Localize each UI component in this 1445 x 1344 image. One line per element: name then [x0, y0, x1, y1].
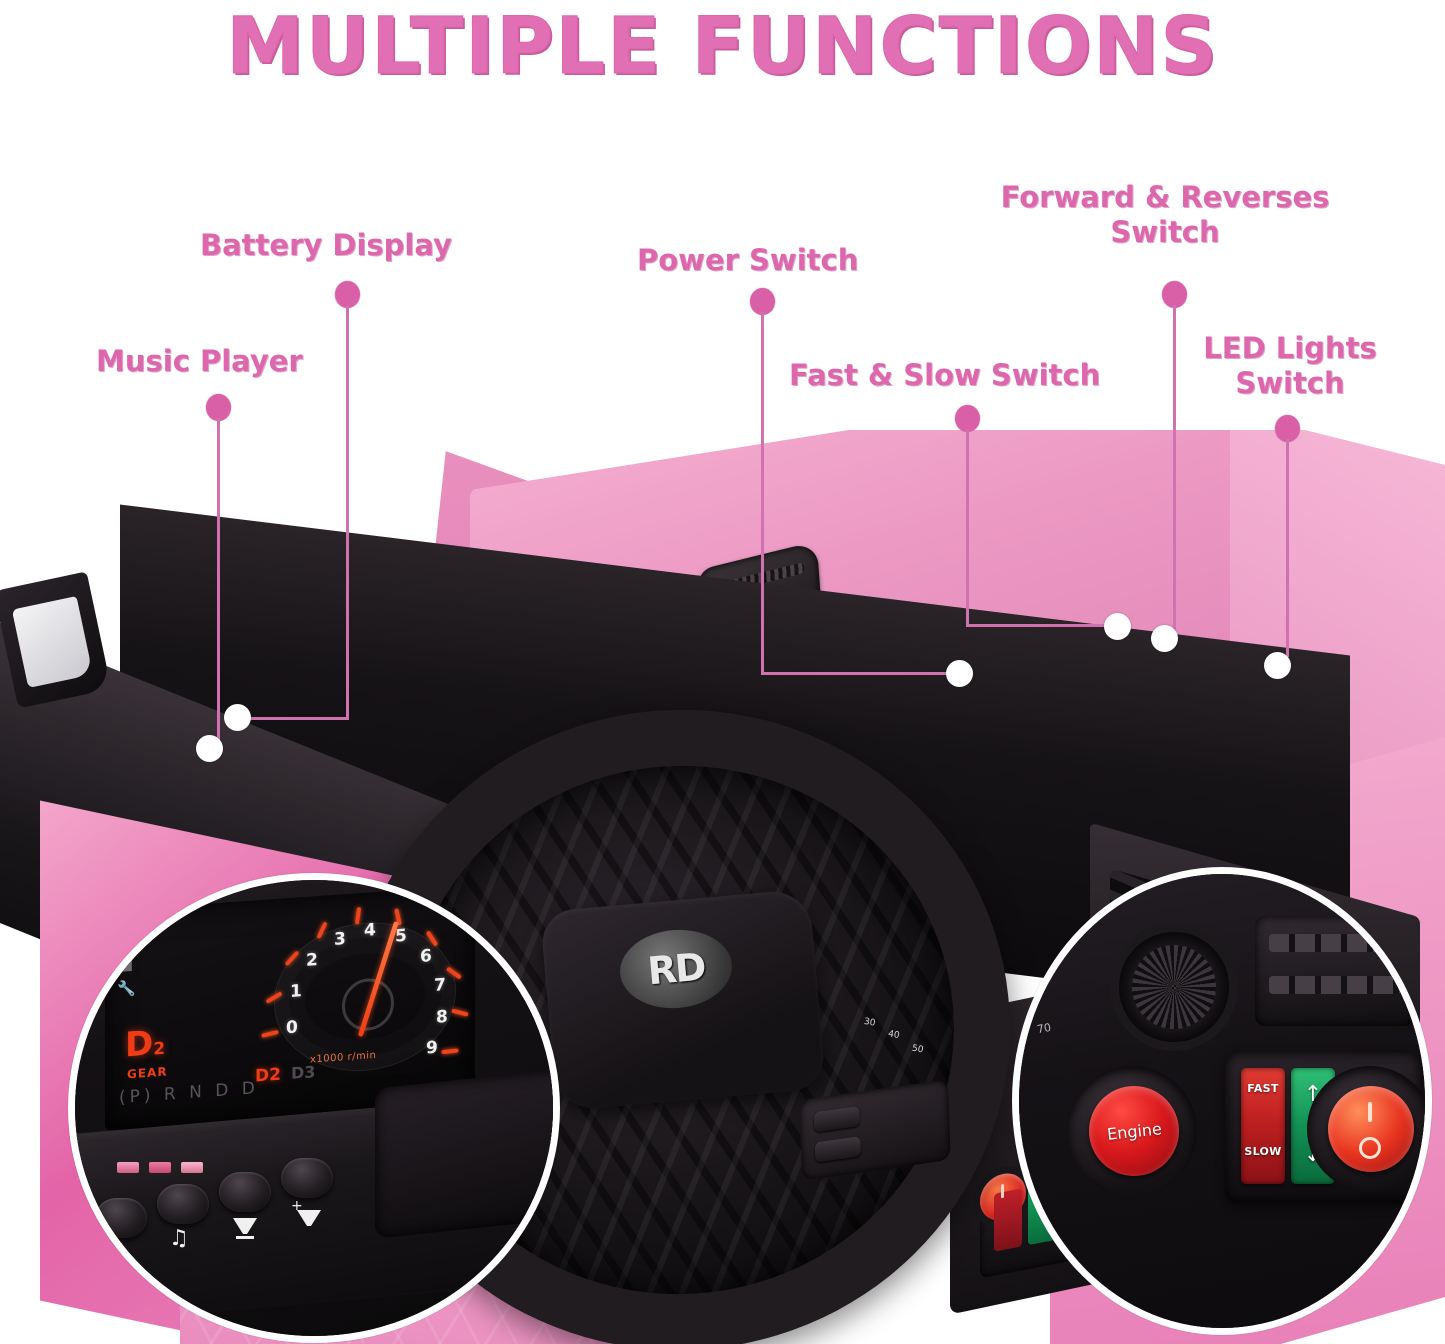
mini-speedo-tick-30: 30: [863, 1016, 877, 1029]
prnd-selector: (P) R N D D: [119, 1078, 259, 1108]
leader-battery-display-vertical: [346, 305, 349, 720]
label-forward-reverse-line2: Switch: [1110, 215, 1220, 249]
power-off-icon: [1359, 1137, 1381, 1159]
speed-mark-70: 70: [1035, 1020, 1053, 1037]
marker-power-switch: [946, 660, 973, 687]
marker-led-lights: [1264, 652, 1291, 679]
battery-led-3: [181, 1162, 203, 1173]
dot-forward-reverse: [1162, 281, 1187, 308]
volume-down-button[interactable]: [219, 1172, 271, 1212]
bluetooth-button[interactable]: [95, 1198, 147, 1238]
tachometer: 0 1 2 3 4 5 6 7 8 9: [250, 893, 480, 1109]
triangle-warning-icon: ▲: [115, 911, 127, 931]
engine-button-label: Engine: [1105, 1118, 1163, 1144]
leader-forward-reverse: [1173, 305, 1176, 642]
page-title: MULTIPLE FUNCTIONS: [226, 2, 1219, 93]
gear-indicator: D2: [125, 1024, 166, 1066]
marker-forward-reverse: [1151, 625, 1178, 652]
tach-tick-6: 6: [420, 946, 432, 967]
label-music-player: Music Player: [96, 344, 303, 378]
tach-mark-0: [261, 1029, 279, 1038]
gear-d2-active: D2: [255, 1064, 281, 1087]
label-led-lights-line2: Switch: [1235, 366, 1345, 400]
tach-tick-9: 9: [426, 1037, 438, 1059]
marker-music-player: [196, 735, 223, 762]
marker-fast-slow-switch: [1104, 613, 1131, 640]
background-fast-slow-rocker[interactable]: [994, 1188, 1022, 1252]
label-power-switch: Power Switch: [637, 243, 859, 277]
leader-music-player: [217, 418, 220, 754]
label-forward-reverse-line1: Forward & Reverses: [1000, 180, 1330, 214]
left-round-vent: [1119, 932, 1229, 1042]
ledge-side-panel: [375, 1061, 553, 1239]
label-led-lights-line1: LED Lights: [1203, 331, 1377, 365]
volume-up-icon: +: [291, 1198, 321, 1226]
tach-tick-1: 1: [290, 981, 302, 1002]
gear-letter: D: [125, 1023, 154, 1066]
center-grille: [1255, 916, 1415, 1026]
wrench-icon: 🔧: [117, 978, 136, 999]
tach-tick-0: 0: [286, 1017, 298, 1039]
label-battery-display: Battery Display: [200, 228, 452, 262]
battery-led-2: [149, 1162, 171, 1173]
music-button[interactable]: [157, 1184, 209, 1224]
gear-number: 2: [153, 1038, 166, 1060]
marker-battery-display: [224, 704, 251, 731]
music-note-icon: ♫: [169, 1226, 189, 1251]
tach-mark-4: [354, 907, 362, 925]
svg-text:+: +: [291, 1198, 303, 1214]
inset-switch-panel: 70 Engine FAST SLOW ↑ ↓: [1012, 867, 1432, 1335]
dot-fast-slow-switch: [955, 405, 980, 432]
product-photo: RD 30 40 50 🛢 ■ 🔧 ▲ 0 1: [0, 430, 1445, 1344]
tach-mark-8: [451, 1008, 469, 1017]
dot-power-switch: [750, 288, 775, 315]
leader-fast-slow-horizontal: [966, 624, 1114, 627]
tach-tick-8: 8: [436, 1006, 448, 1028]
dot-music-player: [206, 394, 231, 421]
leader-fast-slow-vertical: [966, 429, 969, 626]
led-lights-switch[interactable]: [1328, 1086, 1414, 1172]
mini-speedo-tick-40: 40: [887, 1029, 901, 1042]
tach-tick-4: 4: [364, 919, 376, 941]
battery-led-1: [117, 1162, 139, 1173]
leader-power-switch-vertical: [761, 312, 764, 674]
power-on-icon: [1368, 1102, 1372, 1122]
side-mirror: [0, 571, 112, 709]
mini-speedo-tick-50: 50: [911, 1043, 925, 1056]
leader-battery-display-horizontal: [246, 717, 349, 720]
slow-label: SLOW: [1244, 1145, 1282, 1158]
leader-led-lights: [1286, 439, 1289, 657]
dot-battery-display: [335, 281, 360, 308]
fast-slow-rocker-switch[interactable]: FAST SLOW: [1241, 1068, 1285, 1184]
tach-tick-2: 2: [306, 950, 318, 971]
oil-can-icon: 🛢: [117, 930, 137, 951]
power-switch-engine-button[interactable]: Engine: [1089, 1086, 1179, 1176]
tach-tick-3: 3: [334, 929, 346, 950]
volume-down-icon: [233, 1218, 257, 1239]
rd-logo-text: RD: [645, 944, 707, 994]
fast-label: FAST: [1247, 1082, 1279, 1095]
battery-icon: ■: [119, 954, 134, 974]
dot-led-lights: [1275, 415, 1300, 442]
leader-power-switch-horizontal: [761, 672, 955, 675]
label-fast-slow-switch: Fast & Slow Switch: [789, 358, 1101, 392]
gear-d3-inactive: D3: [291, 1062, 316, 1083]
bluetooth-icon: B))): [97, 1240, 125, 1258]
inset-instrument-cluster: 🛢 ■ 🔧 ▲ 0 1 2 3 4 5 6 7 8 9: [68, 873, 560, 1343]
gear-word-label: GEAR: [127, 1064, 168, 1082]
volume-up-button[interactable]: [281, 1158, 333, 1198]
tach-tick-7: 7: [434, 975, 446, 996]
tach-mark-9: [441, 1048, 459, 1055]
